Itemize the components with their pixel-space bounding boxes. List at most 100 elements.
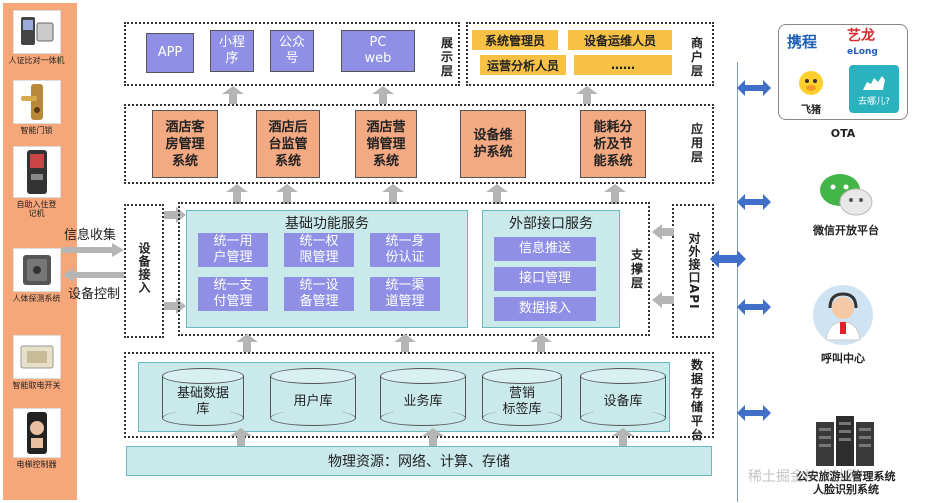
presentation-miniprogram: 小程 序 xyxy=(210,30,254,72)
wechat-icon xyxy=(820,174,873,216)
db-business: 业务库 xyxy=(380,368,466,426)
application-layer-label: 应用层 xyxy=(690,122,703,164)
blue-double-arrow xyxy=(737,194,771,210)
db-basic: 基础数据 库 xyxy=(162,368,244,426)
info-collect-label: 信息收集 xyxy=(64,228,117,243)
storage-platform xyxy=(124,352,714,438)
info-collect-arrow xyxy=(62,243,124,257)
device-label: 智能取电开关 xyxy=(12,381,61,390)
ota-label: OTA xyxy=(830,127,856,140)
camel-icon xyxy=(863,75,885,90)
smart-power-switch-icon xyxy=(12,335,61,379)
device-label: 智能门锁 xyxy=(20,126,53,135)
db-device: 设备库 xyxy=(580,368,666,426)
watermark: 稀土掘金技术社区 xyxy=(748,469,860,485)
app-system-marketing: 酒店营 销管理 系统 xyxy=(355,110,417,178)
presentation-app: APP xyxy=(146,33,194,73)
db-user: 用户库 xyxy=(270,368,356,426)
device-access-box xyxy=(124,204,164,338)
merchant-layer-label: 商户层 xyxy=(690,36,703,78)
service-info-push: 信息推送 xyxy=(494,237,596,261)
db-marketing-tags: 营销 标签库 xyxy=(482,368,562,426)
device-control-arrow xyxy=(62,268,124,282)
external-services-title: 外部接口服务 xyxy=(509,216,593,232)
up-arrow xyxy=(486,184,508,204)
service-unified-channel: 统一渠 道管理 xyxy=(370,277,440,311)
app-system-maintenance: 设备维 护系统 xyxy=(460,110,526,178)
fliggy-logo: 飞猪 xyxy=(791,69,831,116)
device-access-arrow-top xyxy=(164,207,186,223)
self-checkin-kiosk-icon xyxy=(12,146,61,198)
device-label: 人体探测系统 xyxy=(12,294,61,303)
api-arrow-bottom xyxy=(652,292,674,308)
device-item: 人体探测系统 xyxy=(8,248,65,303)
service-unified-payment: 统一支 付管理 xyxy=(198,277,268,311)
blue-double-arrow xyxy=(737,299,771,315)
body-detection-sensor-icon xyxy=(12,248,61,292)
elevator-controller-icon xyxy=(12,408,61,458)
device-item: 人证比对一体机 xyxy=(8,10,65,65)
service-unified-identity: 统一身 份认证 xyxy=(370,233,440,267)
up-arrow xyxy=(422,428,444,448)
support-layer xyxy=(178,202,650,336)
wechat-label: 微信开放平台 xyxy=(813,224,879,237)
service-interface-mgmt: 接口管理 xyxy=(494,267,596,291)
device-item: 智能取电开关 xyxy=(8,335,65,390)
merchant-role-more: …… xyxy=(574,55,672,75)
merchant-role-admin: 系统管理员 xyxy=(472,30,558,50)
device-item: 自助入住登记机 xyxy=(8,146,65,218)
presentation-official-account: 公众 号 xyxy=(270,30,314,72)
up-arrow xyxy=(230,428,252,448)
device-access-label: 设备接入 xyxy=(137,242,151,294)
merchant-layer xyxy=(466,22,714,86)
blue-double-arrow xyxy=(737,80,771,96)
call-center-icon xyxy=(813,285,873,345)
up-arrow xyxy=(394,334,416,352)
external-api-box xyxy=(672,204,714,338)
app-system-room-mgmt: 酒店客 房管理 系统 xyxy=(152,110,218,178)
up-arrow xyxy=(612,428,634,448)
ctrip-logo: 携程 xyxy=(787,33,818,51)
device-control-label: 设备控制 xyxy=(68,287,121,302)
qunar-logo: 去哪儿? xyxy=(849,65,899,113)
up-arrow xyxy=(604,184,626,204)
up-arrow xyxy=(222,86,244,104)
storage-platform-label: 数据存储平台 xyxy=(690,358,703,442)
support-layer-label: 支撑层 xyxy=(630,248,643,290)
up-arrow xyxy=(236,334,258,352)
device-item: 电梯控制器 xyxy=(8,408,65,469)
service-data-access: 数据接入 xyxy=(494,297,596,321)
up-arrow xyxy=(530,334,552,352)
blue-double-arrow-main xyxy=(710,250,746,268)
smart-door-lock-icon xyxy=(12,80,61,124)
service-unified-user: 统一用 户管理 xyxy=(198,233,268,267)
device-item: 智能门锁 xyxy=(8,80,65,135)
up-arrow xyxy=(382,184,404,204)
presentation-pc-web: PC web xyxy=(341,30,415,72)
app-system-backoffice: 酒店后 台监管 系统 xyxy=(256,110,320,178)
up-arrow xyxy=(276,184,298,204)
presentation-layer-label: 展示层 xyxy=(440,36,453,78)
external-api-label: 对外接口API xyxy=(687,232,701,310)
app-system-energy: 能耗分 析及节 能系统 xyxy=(580,110,646,178)
police-face-system-label: 公安旅游业管理系统 人脸识别系统 xyxy=(796,470,896,496)
device-access-arrow-bottom xyxy=(164,298,186,314)
presentation-layer xyxy=(124,22,460,86)
physical-resources-label: 物理资源：网络、计算、存储 xyxy=(328,454,510,470)
up-arrow xyxy=(226,184,248,204)
up-arrow xyxy=(576,86,598,104)
service-unified-device: 统一设 备管理 xyxy=(284,277,354,311)
device-label: 自助入住登记机 xyxy=(16,200,57,218)
fliggy-pig-icon xyxy=(799,71,823,95)
up-arrow xyxy=(372,86,394,104)
id-verification-terminal-icon xyxy=(12,10,61,54)
physical-resources: 物理资源：网络、计算、存储 xyxy=(126,446,712,476)
merchant-role-analyst: 运营分析人员 xyxy=(480,55,566,75)
server-rack-icon xyxy=(816,416,874,466)
blue-double-arrow xyxy=(737,405,771,421)
basic-services-title: 基础功能服务 xyxy=(285,216,369,232)
device-label: 人证比对一体机 xyxy=(8,56,65,65)
api-arrow-top xyxy=(652,224,674,240)
